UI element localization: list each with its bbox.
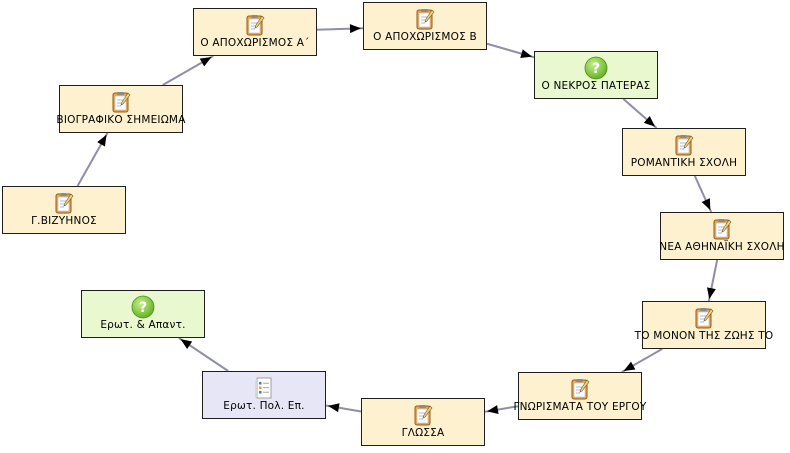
arrowhead-n2 <box>97 134 107 147</box>
notepad-pencil-icon <box>695 307 714 329</box>
node-label: Ο ΑΠΟΧΩΡΙΣΜΟΣ Β <box>373 31 477 43</box>
notepad-pencil-icon <box>414 404 433 426</box>
checklist-icon <box>254 377 272 399</box>
arrowhead-n7 <box>701 198 711 211</box>
arrowhead-n5 <box>520 49 533 58</box>
arrowhead-n8 <box>707 287 716 300</box>
notepad-pencil-icon <box>416 8 435 30</box>
node-label: ΝΕΑ ΑΘΗΝΑΪΚΗ ΣΧΟΛΗ <box>659 241 785 253</box>
node-erot-pol-ep[interactable]: Ερωτ. Πολ. Επ. <box>202 371 326 419</box>
node-label: ΓΛΩΣΣΑ <box>401 427 445 439</box>
notepad-pencil-icon <box>112 91 131 113</box>
arrowhead-n11 <box>327 403 340 413</box>
arrowhead-n12 <box>180 339 193 349</box>
node-gnorismata[interactable]: ΓΝΩΡΙΣΜΑΤΑ ΤΟΥ ΕΡΓΟΥ <box>514 372 646 420</box>
arrowhead-n4 <box>349 24 362 34</box>
arrowhead-n9 <box>623 361 636 372</box>
notepad-pencil-icon <box>246 14 265 36</box>
help-question-icon <box>584 56 608 80</box>
arrowhead-n6 <box>643 116 656 127</box>
node-romantiki-scholi[interactable]: ΡΟΜΑΝΤΙΚΗ ΣΧΟΛΗ <box>622 128 746 176</box>
help-question-icon <box>131 295 155 319</box>
arrowhead-n3 <box>199 56 212 67</box>
node-label: Ερωτ. & Απαντ. <box>100 319 186 331</box>
node-nekros-pateras[interactable]: Ο ΝΕΚΡΟΣ ΠΑΤΕΡΑΣ <box>534 51 658 99</box>
node-label: ΒΙΟΓΡΑΦΙΚΟ ΣΗΜΕΙΩΜΑ <box>56 114 186 126</box>
notepad-pencil-icon <box>55 192 74 214</box>
node-vizyinos[interactable]: Γ.ΒΙΖΥΗΝΟΣ <box>2 186 126 234</box>
node-label: Ο ΑΠΟΧΩΡΙΣΜΟΣ Α΄ <box>200 37 310 49</box>
notepad-pencil-icon <box>713 218 732 240</box>
node-label: Γ.ΒΙΖΥΗΝΟΣ <box>31 215 97 227</box>
arrowhead-n10 <box>486 405 499 415</box>
notepad-pencil-icon <box>675 134 694 156</box>
node-nea-athinaiki-scholi[interactable]: ΝΕΑ ΑΘΗΝΑΪΚΗ ΣΧΟΛΗ <box>659 212 785 260</box>
node-label: ΓΝΩΡΙΣΜΑΤΑ ΤΟΥ ΕΡΓΟΥ <box>513 401 647 413</box>
node-to-monon[interactable]: ΤΟ ΜΟΝΟΝ ΤΗΣ ΖΩΗΣ ΤΟ <box>635 301 773 349</box>
node-label: Ο ΝΕΚΡΟΣ ΠΑΤΕΡΑΣ <box>541 80 651 92</box>
node-biography[interactable]: ΒΙΟΓΡΑΦΙΚΟ ΣΗΜΕΙΩΜΑ <box>56 85 186 133</box>
node-label: ΡΟΜΑΝΤΙΚΗ ΣΧΟΛΗ <box>630 157 738 169</box>
node-glossa[interactable]: ΓΛΩΣΣΑ <box>361 398 485 446</box>
node-erot-apant[interactable]: Ερωτ. & Απαντ. <box>81 290 205 338</box>
node-apochorismos-b[interactable]: Ο ΑΠΟΧΩΡΙΣΜΟΣ Β <box>363 2 487 50</box>
notepad-pencil-icon <box>571 378 590 400</box>
node-apochorismos-a[interactable]: Ο ΑΠΟΧΩΡΙΣΜΟΣ Α΄ <box>193 8 317 56</box>
node-label: Ερωτ. Πολ. Επ. <box>223 400 305 412</box>
node-label: ΤΟ ΜΟΝΟΝ ΤΗΣ ΖΩΗΣ ΤΟ <box>634 330 774 342</box>
